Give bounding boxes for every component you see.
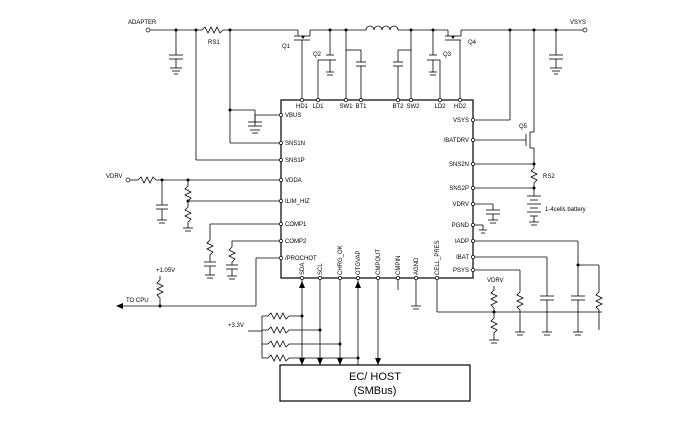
q4-mosfet: Q4: [445, 30, 477, 100]
pin-cmpin: CMPIN: [396, 256, 402, 275]
pin-otgvap: OTGVAP: [356, 250, 362, 275]
q1-mosfet: Q1: [282, 30, 311, 100]
v105-label: +1.05V: [156, 268, 175, 274]
pin-ilim-hiz: ILIM_HIZ: [285, 199, 310, 205]
pin-sw2: SW2: [406, 104, 420, 110]
rs1-label: RS1: [208, 40, 220, 46]
pin-bt2: BT2: [392, 104, 404, 110]
to-cpu-label: TO CPU: [126, 298, 149, 304]
output-capacitor: [549, 28, 563, 75]
rs1-resistor: RS1: [201, 26, 224, 46]
prochot-network: +1.05V TO CPU: [116, 257, 279, 309]
battery-label: 1-4cells battery: [545, 207, 586, 213]
vdrv-capacitor: [475, 203, 500, 234]
pin-comp1: COMP1: [285, 222, 307, 228]
pin-cmpout: CMPOUT: [376, 249, 382, 275]
pin-prochot: /PROCHOT: [285, 256, 317, 262]
comp1-network: [204, 223, 279, 279]
ic-left-pins: VBUS SNS1N SNS1P VDDA ILIM_HIZ COMP1 COM…: [279, 113, 317, 262]
rs2-battery: RS2 1-4cells battery: [475, 162, 586, 226]
v33-label: +3.3V: [228, 323, 244, 329]
ic-bottom-pins: SDA SCL CHRG_OK OTGVAP CMPOUT CMPIN AGND…: [300, 240, 441, 280]
pin-sw1: SW1: [339, 104, 353, 110]
pin-vsys: VSYS: [453, 118, 469, 124]
q2-label: Q2: [313, 52, 322, 58]
pin-bt1: BT1: [355, 104, 367, 110]
pin-ld2: LD2: [434, 104, 446, 110]
input-capacitor: [169, 28, 183, 75]
bt2-capacitor: [393, 28, 413, 100]
pin-pgnd: PGND: [452, 223, 470, 229]
ic-top-pins: HD1 LD1 SW1 BT1 BT2 SW2 LD2 HD2: [296, 98, 467, 110]
q5-mosfet: Q5: [475, 28, 536, 164]
q4-label: Q4: [468, 40, 477, 46]
vbus-capacitor: [228, 108, 279, 144]
pin-ibat: IBAT: [456, 255, 469, 261]
pin-batdrv: /BATDRV: [444, 138, 469, 144]
pin-sns1n: SNS1N: [285, 141, 305, 147]
bt1-capacitor: [344, 28, 366, 100]
vdrv-left-label: VDRV: [106, 174, 123, 180]
vsys-output: VSYS: [570, 20, 588, 33]
adapter-terminal: [145, 27, 151, 33]
rs2-label: RS2: [543, 174, 555, 180]
ec-host-box: [279, 364, 471, 402]
pin-hd1: HD1: [296, 104, 309, 110]
vdrv-right-label: VDRV: [487, 278, 504, 284]
q3-mosfet: Q3: [427, 28, 452, 100]
iadp-ibat-psys: [436, 240, 603, 336]
pin-cell-pres: CELL_PRES: [435, 240, 441, 275]
q1-label: Q1: [282, 44, 291, 50]
pin-sns1p: SNS1P: [285, 158, 305, 164]
pin-sns2p: SNS2P: [449, 186, 469, 192]
pin-ld1: LD1: [312, 104, 324, 110]
ec-host-subtitle: (SMBus): [354, 385, 397, 397]
adapter-input: ADAPTER: [128, 20, 202, 33]
pin-vbus: VBUS: [285, 113, 301, 119]
pin-agnd: AGND: [414, 257, 420, 275]
pin-comp2: COMP2: [285, 239, 307, 245]
pin-vdda: VDDA: [285, 178, 302, 184]
ec-host-title: EC/ HOST: [349, 371, 401, 383]
q5-label: Q5: [519, 124, 528, 130]
smbus-lines: [299, 280, 438, 365]
cell-pres-divider: VDRV: [487, 278, 504, 344]
pin-chrg-ok: CHRG_OK: [338, 245, 344, 275]
inductor: [365, 25, 399, 31]
vdrv-left-terminal: [125, 177, 131, 183]
pin-scl: SCL: [318, 263, 324, 275]
vdda-network: VDRV: [106, 174, 279, 232]
q3-label: Q3: [443, 52, 452, 58]
pin-sda: SDA: [300, 263, 306, 275]
adapter-label: ADAPTER: [128, 20, 157, 26]
pin-psys: PSYS: [453, 268, 469, 274]
pin-iadp: IADP: [455, 239, 469, 245]
vsys-terminal: [582, 27, 588, 33]
q2-mosfet: Q2: [313, 28, 336, 100]
vsys-label: VSYS: [570, 20, 586, 26]
pin-hd2: HD2: [454, 104, 467, 110]
pin-vdrv: VDRV: [452, 202, 469, 208]
pin-sns2n: SNS2N: [449, 162, 469, 168]
ic-right-pins: VSYS /BATDRV SNS2N SNS2P VDRV PGND IADP …: [444, 118, 475, 274]
comp2-network: [226, 240, 279, 280]
